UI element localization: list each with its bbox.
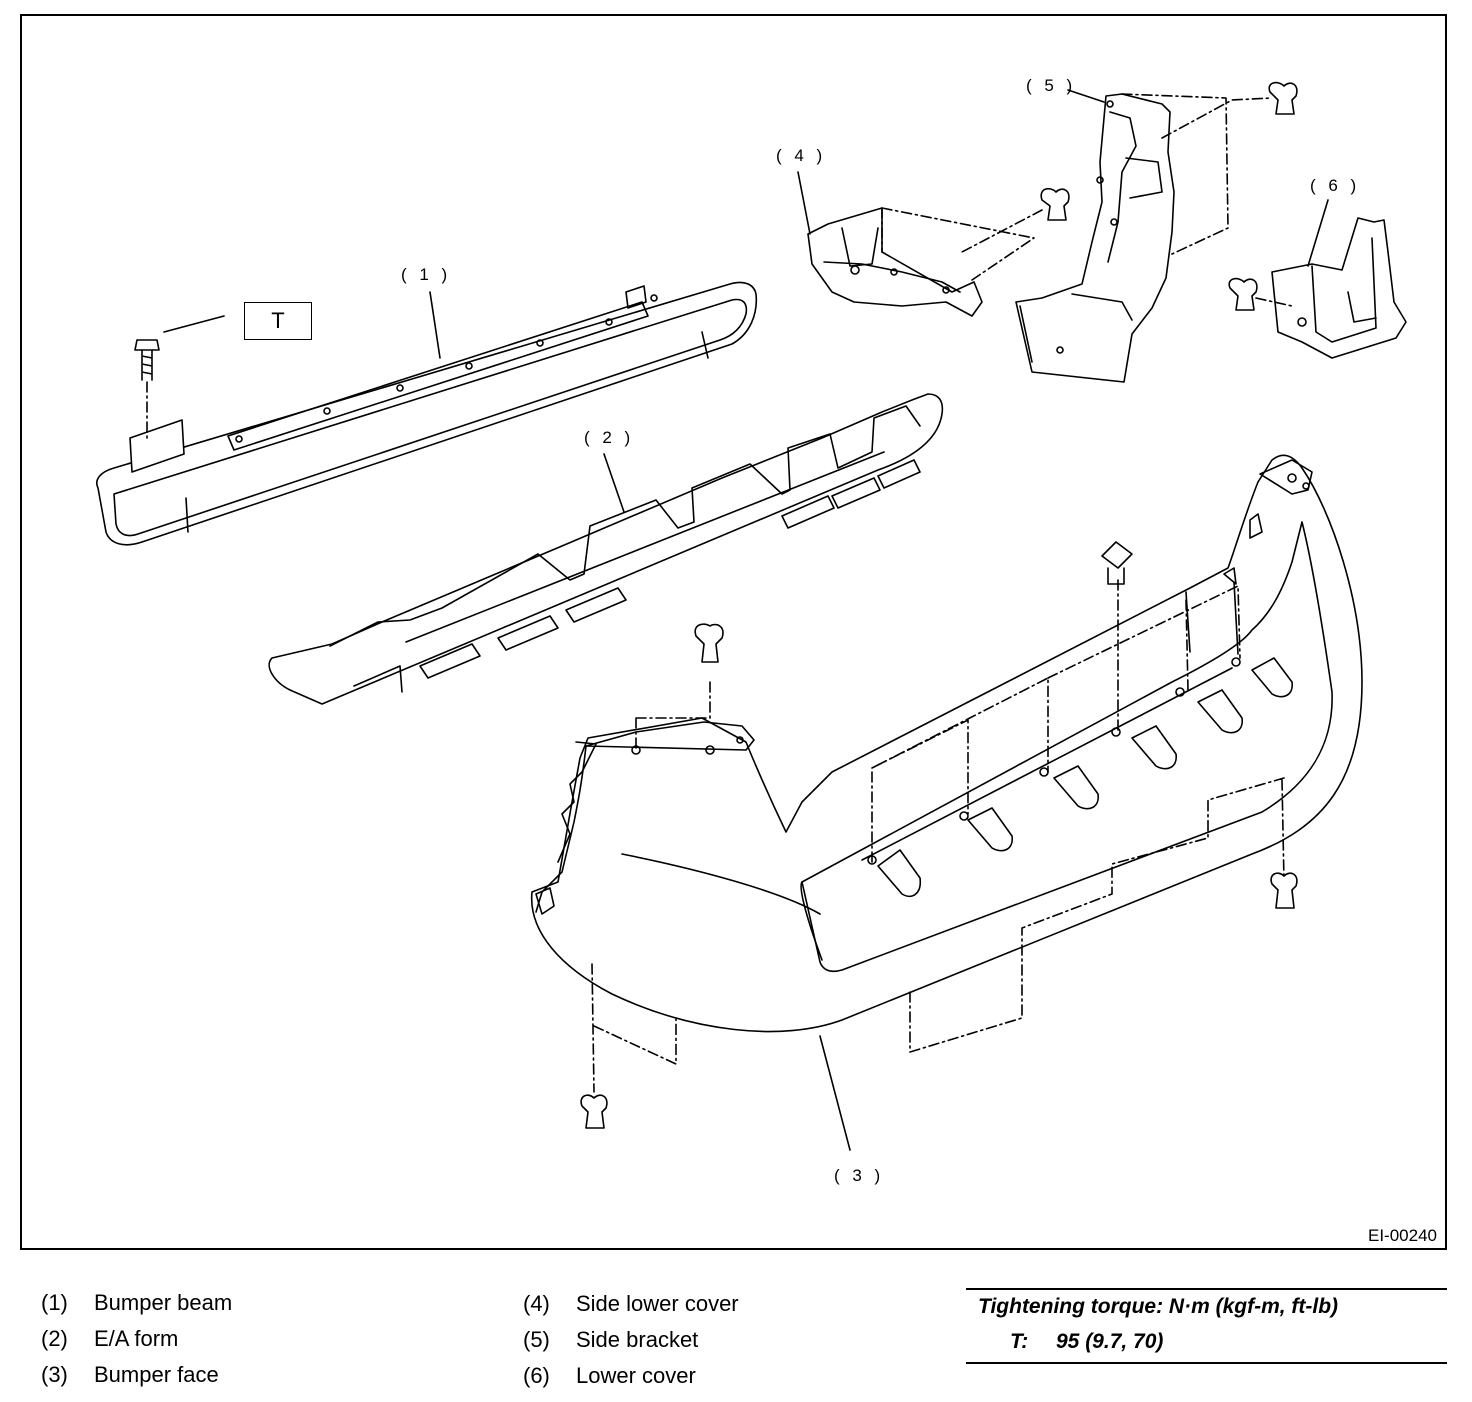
legend-label: Bumper face [94,1362,219,1387]
callout-4: ( 4 ) [776,146,827,165]
legend-label: Lower cover [576,1363,696,1388]
torque-value: 95 (9.7, 70) [1056,1330,1164,1353]
legend-label: Side bracket [576,1327,699,1352]
legend-number: (3) [41,1362,68,1387]
legend-number: (4) [523,1291,550,1316]
leader-lines [429,89,1329,1151]
legend-number: (1) [41,1290,68,1315]
bumper-beam-drawing [96,281,758,546]
side-lower-cover-drawing [807,187,1070,317]
callout-1: ( 1 ) [401,265,452,284]
legend-label: Side lower cover [576,1291,739,1316]
callout-3: ( 3 ) [834,1166,885,1185]
legend-item-bumper-face: (3) Bumper face [41,1362,219,1388]
callout-2: ( 2 ) [584,428,635,447]
torque-label: T: [1010,1330,1029,1353]
callout-5: ( 5 ) [1026,76,1077,95]
legend-label: E/A form [94,1326,179,1351]
legend-number: (6) [523,1363,550,1388]
bumper-face-drawing [530,454,1363,1093]
legend-item-side-bracket: (5) Side bracket [523,1327,698,1353]
torque-spec-row: T: 95 (9.7, 70) [1010,1330,1163,1354]
diagram-frame: ( 1 ) ( 2 ) ( 3 ) ( 4 ) ( 5 ) ( 6 ) T EI… [20,14,1447,1250]
callout-6: ( 6 ) [1310,176,1361,195]
legend-item-ea-form: (2) E/A form [41,1326,178,1352]
legend-number: (5) [523,1327,550,1352]
lower-cover-drawing [1228,217,1407,359]
push-clips-drawing [580,541,1298,1129]
legend-item-side-lower-cover: (4) Side lower cover [523,1291,739,1317]
legend-label: Bumper beam [94,1290,233,1315]
legend-item-lower-cover: (6) Lower cover [523,1363,696,1389]
legend-item-bumper-beam: (1) Bumper beam [41,1290,232,1316]
exploded-view-drawing [96,81,1407,1151]
legend-number: (2) [41,1326,68,1351]
ea-form-drawing [268,393,944,705]
side-bracket-drawing [1015,81,1298,383]
figure-id: EI-00240 [1368,1226,1437,1245]
torque-symbol-box: T [244,302,312,340]
torque-spec-panel: Tightening torque: N·m (kgf-m, ft-lb) T:… [966,1288,1447,1364]
torque-heading: Tightening torque: N·m (kgf-m, ft-lb) [978,1295,1339,1318]
